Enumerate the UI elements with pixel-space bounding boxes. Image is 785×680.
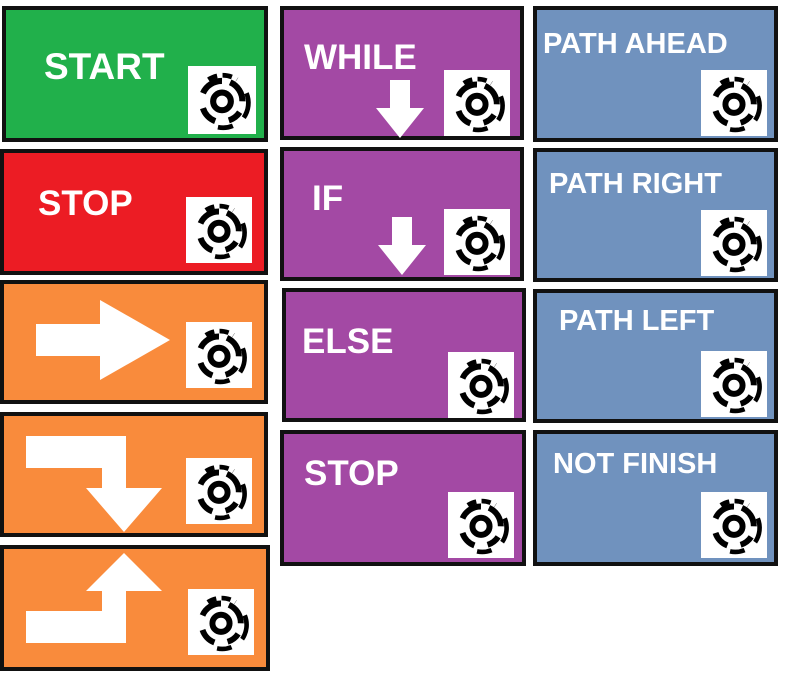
code-marker-icon xyxy=(701,70,767,136)
code-marker-icon xyxy=(444,70,510,136)
code-marker-icon xyxy=(701,210,767,276)
not-finish-card[interactable]: NOT FINISH xyxy=(533,430,778,566)
code-marker-icon xyxy=(188,66,256,134)
code-marker-icon xyxy=(448,352,514,418)
path-ahead-label: PATH AHEAD xyxy=(543,28,728,60)
code-marker-icon xyxy=(701,492,767,558)
else-label: ELSE xyxy=(302,322,394,361)
while-label: WHILE xyxy=(304,38,417,77)
turn-down-arrow-icon xyxy=(26,436,162,532)
code-marker-icon xyxy=(186,322,252,388)
move-forward-card[interactable] xyxy=(0,280,268,404)
code-marker-icon xyxy=(186,458,252,524)
if-label: IF xyxy=(312,179,344,218)
path-left-label: PATH LEFT xyxy=(559,305,715,337)
stop-purple-card[interactable]: STOP xyxy=(280,430,526,566)
path-left-card[interactable]: PATH LEFT xyxy=(533,289,778,423)
stop-card[interactable]: STOP xyxy=(0,149,268,275)
code-marker-icon xyxy=(186,197,252,263)
else-card[interactable]: ELSE xyxy=(282,288,526,422)
turn-right-card[interactable] xyxy=(0,412,268,537)
path-right-card[interactable]: PATH RIGHT xyxy=(533,148,778,282)
path-right-label: PATH RIGHT xyxy=(549,168,722,200)
turn-up-arrow-icon xyxy=(26,553,162,643)
turn-left-card[interactable] xyxy=(0,545,270,671)
not-finish-label: NOT FINISH xyxy=(553,448,718,480)
code-marker-icon xyxy=(701,351,767,417)
while-card[interactable]: WHILE xyxy=(280,6,524,140)
code-marker-icon xyxy=(188,589,254,655)
path-ahead-card[interactable]: PATH AHEAD xyxy=(533,6,778,142)
down-arrow-icon xyxy=(376,80,424,138)
start-label: START xyxy=(44,46,165,87)
right-arrow-icon xyxy=(36,300,170,380)
code-marker-icon xyxy=(444,209,510,275)
start-card[interactable]: START xyxy=(2,6,268,142)
code-marker-icon xyxy=(448,492,514,558)
down-arrow-icon xyxy=(378,217,426,275)
if-card[interactable]: IF xyxy=(280,147,524,281)
stop-label: STOP xyxy=(38,184,133,223)
stop-label: STOP xyxy=(304,454,399,493)
